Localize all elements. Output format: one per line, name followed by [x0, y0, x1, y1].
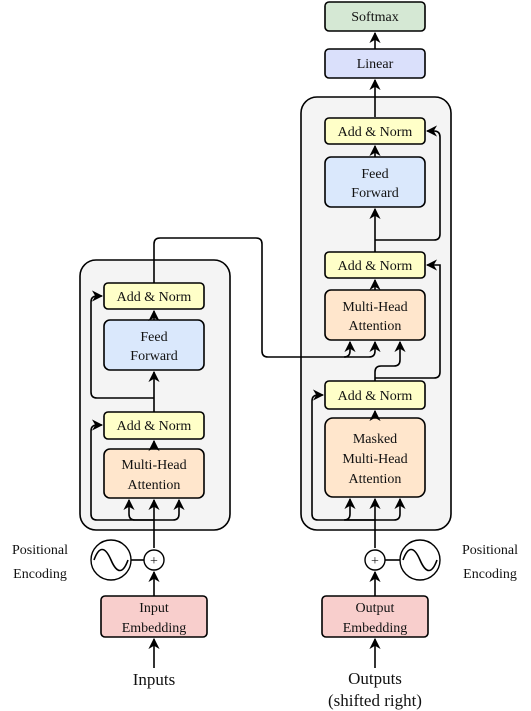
decoder-feed-forward-label-1: Feed	[361, 167, 388, 182]
arrow-encoder-input-right	[154, 498, 185, 521]
encoder-sine-curve	[93, 548, 129, 572]
arrow-decoder-input-right	[375, 497, 406, 521]
outputs-label-1: Outputs	[348, 669, 402, 688]
arrow-decoder-input-left	[343, 497, 375, 521]
decoder-masked-attention-label-2: Multi-Head	[342, 452, 407, 467]
arrow-encoder-to-decoder-value	[344, 340, 381, 358]
decoder-masked-attention-label-1: Masked	[353, 432, 397, 447]
decoder-residual-top	[375, 125, 441, 241]
arrow-encoder-input-left	[123, 498, 154, 521]
decoder-residual-mid	[375, 259, 441, 379]
encoder-residual-top	[90, 290, 154, 399]
decoder-residual-bottom	[311, 389, 375, 521]
decoder-add-norm-mid-label: Add & Norm	[338, 259, 413, 274]
linear-label: Linear	[357, 57, 394, 72]
decoder-sine-curve	[402, 548, 438, 572]
encoder-positional-label-1: Positional	[12, 543, 68, 558]
decoder-feed-forward-label-2: Forward	[351, 186, 398, 201]
output-embedding-label-1: Output	[356, 601, 395, 616]
encoder-attention-label-1: Multi-Head	[121, 458, 186, 473]
encoder-attention-label-2: Attention	[128, 478, 181, 493]
outputs-label-2: (shifted right)	[328, 691, 422, 710]
encoder-positional-label-2: Encoding	[13, 567, 67, 582]
decoder-add-norm-top-label: Add & Norm	[338, 125, 413, 140]
encoder-add-norm-top-label: Add & Norm	[117, 290, 192, 305]
decoder-plus-sign: +	[371, 554, 379, 569]
decoder-add-norm-bottom-label: Add & Norm	[338, 389, 413, 404]
softmax-label: Softmax	[351, 10, 398, 25]
decoder-cross-attention-label-1: Multi-Head	[342, 300, 407, 315]
decoder-masked-attention-label-3: Attention	[349, 472, 402, 487]
input-embedding-label-2: Embedding	[122, 621, 187, 636]
decoder-positional-label-2: Encoding	[463, 567, 517, 582]
encoder-add-norm-bottom-label: Add & Norm	[117, 419, 192, 434]
encoder-feed-forward-label-1: Feed	[140, 330, 167, 345]
encoder-plus-sign: +	[150, 554, 158, 569]
decoder-cross-attention-label-2: Attention	[349, 319, 402, 334]
decoder-positional-label-1: Positional	[462, 543, 518, 558]
softmax-box	[324, 1, 426, 32]
encoder-feed-forward-label-2: Forward	[130, 349, 177, 364]
arrow-decoder-query	[374, 340, 406, 381]
output-embedding-label-2: Embedding	[343, 621, 408, 636]
decoder-add-norm-top	[324, 117, 426, 145]
input-embedding-label-1: Input	[139, 601, 169, 616]
encoder-residual-bottom	[90, 419, 154, 521]
inputs-label: Inputs	[133, 670, 176, 689]
